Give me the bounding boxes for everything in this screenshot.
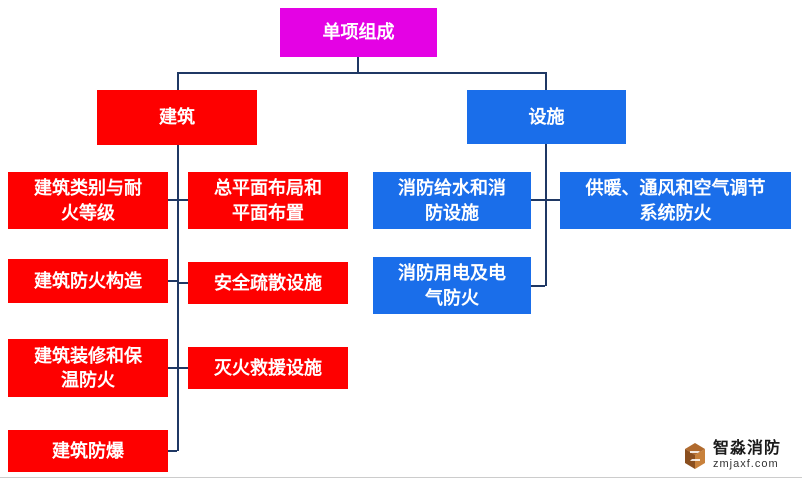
node-root: 单项组成 (280, 8, 437, 57)
connector-facilities-drop (545, 72, 547, 90)
watermark-brand: 智淼消防 (713, 440, 782, 457)
connector-stub (168, 199, 177, 201)
connector-building-drop (177, 72, 179, 90)
connector-stub (531, 285, 545, 287)
connector-stub (547, 199, 560, 201)
node-facilities-left-1: 消防用电及电气防火 (373, 257, 531, 314)
node-facilities: 设施 (467, 90, 626, 144)
node-facilities-right-0: 供暖、通风和空气调节系统防火 (560, 172, 791, 229)
node-building-right-0: 总平面布局和平面布置 (188, 172, 348, 229)
node-building-right-2: 灭火救援设施 (188, 347, 348, 389)
watermark-text: 智淼消防 zmjaxf.com (713, 440, 781, 471)
connector-stub (168, 280, 177, 282)
node-building-right-1: 安全疏散设施 (188, 262, 348, 304)
connector-building-trunk (177, 145, 179, 451)
node-building: 建筑 (97, 90, 257, 145)
connector-facilities-trunk (545, 144, 547, 286)
connector-top-horizontal (177, 72, 547, 74)
node-building-left-3: 建筑防爆 (8, 430, 168, 472)
watermark-site: zmjaxf.com (713, 458, 779, 471)
connector-stub (179, 282, 188, 284)
connector-stub (179, 367, 188, 369)
node-building-left-0: 建筑类别与耐火等级 (8, 172, 168, 229)
connector-stub (531, 199, 545, 201)
node-building-left-2: 建筑装修和保温防火 (8, 339, 168, 397)
watermark: 智淼消防 zmjaxf.com (683, 440, 781, 471)
node-building-left-1: 建筑防火构造 (8, 259, 168, 303)
connector-stub (179, 199, 188, 201)
node-facilities-left-0: 消防给水和消防设施 (373, 172, 531, 229)
connector-stub (168, 450, 177, 452)
connector-stub (168, 367, 177, 369)
zhimiao-logo-icon (685, 442, 705, 469)
bottom-divider (0, 477, 802, 478)
connector-root-drop (357, 57, 359, 73)
